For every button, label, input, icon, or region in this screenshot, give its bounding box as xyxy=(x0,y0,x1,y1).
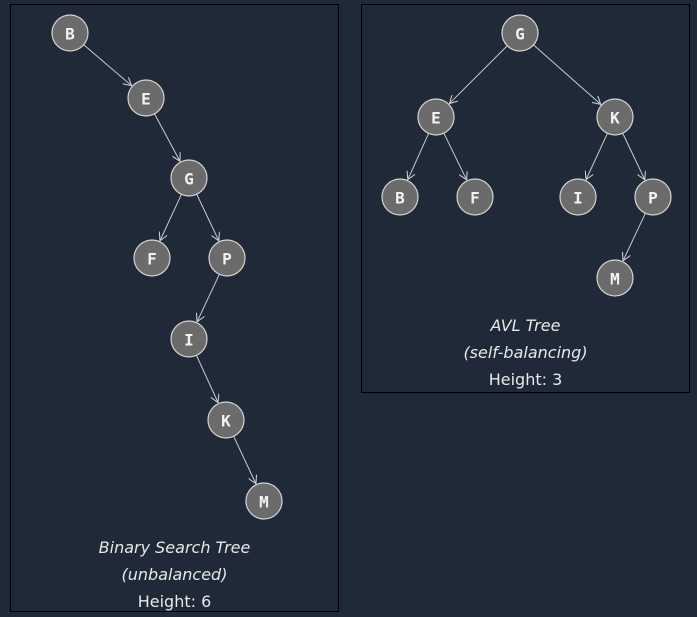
node-circle xyxy=(559,178,597,216)
bst-edge-e-g xyxy=(154,113,180,161)
bst-caption-subtitle: (unbalanced) xyxy=(121,565,228,584)
node-circle xyxy=(208,239,246,277)
bst-edge-k-m xyxy=(233,436,256,484)
avl-edge-p-m xyxy=(623,213,646,261)
avl-node-k: K xyxy=(596,98,634,136)
bst-edge-p-i xyxy=(197,274,220,322)
bst-node-e: E xyxy=(127,79,165,117)
node-label: P xyxy=(648,189,658,208)
node-label: G xyxy=(515,25,525,44)
node-circle xyxy=(51,14,89,52)
node-circle xyxy=(170,320,208,358)
bst-node-i: I xyxy=(170,320,208,358)
node-label: M xyxy=(610,270,620,289)
avl-node-b: B xyxy=(381,178,419,216)
node-label: E xyxy=(141,90,151,109)
avl-caption: AVL Tree (self-balancing) Height: 3 xyxy=(362,312,689,393)
node-circle xyxy=(245,482,283,520)
node-circle xyxy=(207,401,245,439)
bst-panel: Binary Search Tree (unbalanced) Height: … xyxy=(10,4,339,612)
bst-edge-b-e xyxy=(83,44,132,86)
node-circle xyxy=(501,14,539,52)
avl-edge-k-i xyxy=(586,133,608,179)
avl-caption-subtitle: (self-balancing) xyxy=(463,343,588,362)
bst-node-f: F xyxy=(133,239,171,277)
bst-node-m: M xyxy=(245,482,283,520)
node-label: F xyxy=(147,250,157,269)
node-circle xyxy=(133,239,171,277)
avl-caption-height: Height: 3 xyxy=(488,370,563,389)
node-label: K xyxy=(610,109,620,128)
node-circle xyxy=(381,178,419,216)
avl-node-e: E xyxy=(417,98,455,136)
bst-node-g: G xyxy=(170,159,208,197)
node-label: P xyxy=(222,250,232,269)
bst-node-k: K xyxy=(207,401,245,439)
avl-edge-e-b xyxy=(408,133,430,179)
node-circle xyxy=(634,178,672,216)
avl-caption-title: AVL Tree xyxy=(490,316,561,335)
avl-node-m: M xyxy=(596,259,634,297)
node-label: K xyxy=(221,412,231,431)
avl-edge-g-k xyxy=(533,44,600,104)
avl-edge-k-p xyxy=(622,133,645,180)
bst-node-b: B xyxy=(51,14,89,52)
bst-caption: Binary Search Tree (unbalanced) Height: … xyxy=(11,534,338,615)
avl-edge-e-f xyxy=(443,132,467,180)
node-circle xyxy=(596,259,634,297)
avl-node-f: F xyxy=(456,178,494,216)
bst-node-p: P xyxy=(208,239,246,277)
node-label: E xyxy=(431,109,441,128)
node-label: B xyxy=(65,25,75,44)
bst-caption-title: Binary Search Tree xyxy=(98,538,251,557)
bst-caption-height: Height: 6 xyxy=(137,592,212,611)
bst-edge-g-f xyxy=(160,194,182,240)
node-circle xyxy=(127,79,165,117)
bst-edge-g-p xyxy=(196,194,219,241)
avl-node-p: P xyxy=(634,178,672,216)
node-label: M xyxy=(259,493,269,512)
node-label: I xyxy=(184,331,194,350)
node-circle xyxy=(456,178,494,216)
node-label: G xyxy=(184,170,194,189)
node-circle xyxy=(596,98,634,136)
bst-edge-i-k xyxy=(196,355,218,402)
avl-node-i: I xyxy=(559,178,597,216)
node-label: I xyxy=(573,189,583,208)
avl-edge-g-e xyxy=(449,45,508,104)
node-label: B xyxy=(395,189,405,208)
node-circle xyxy=(417,98,455,136)
node-label: F xyxy=(470,189,480,208)
node-circle xyxy=(170,159,208,197)
avl-node-g: G xyxy=(501,14,539,52)
